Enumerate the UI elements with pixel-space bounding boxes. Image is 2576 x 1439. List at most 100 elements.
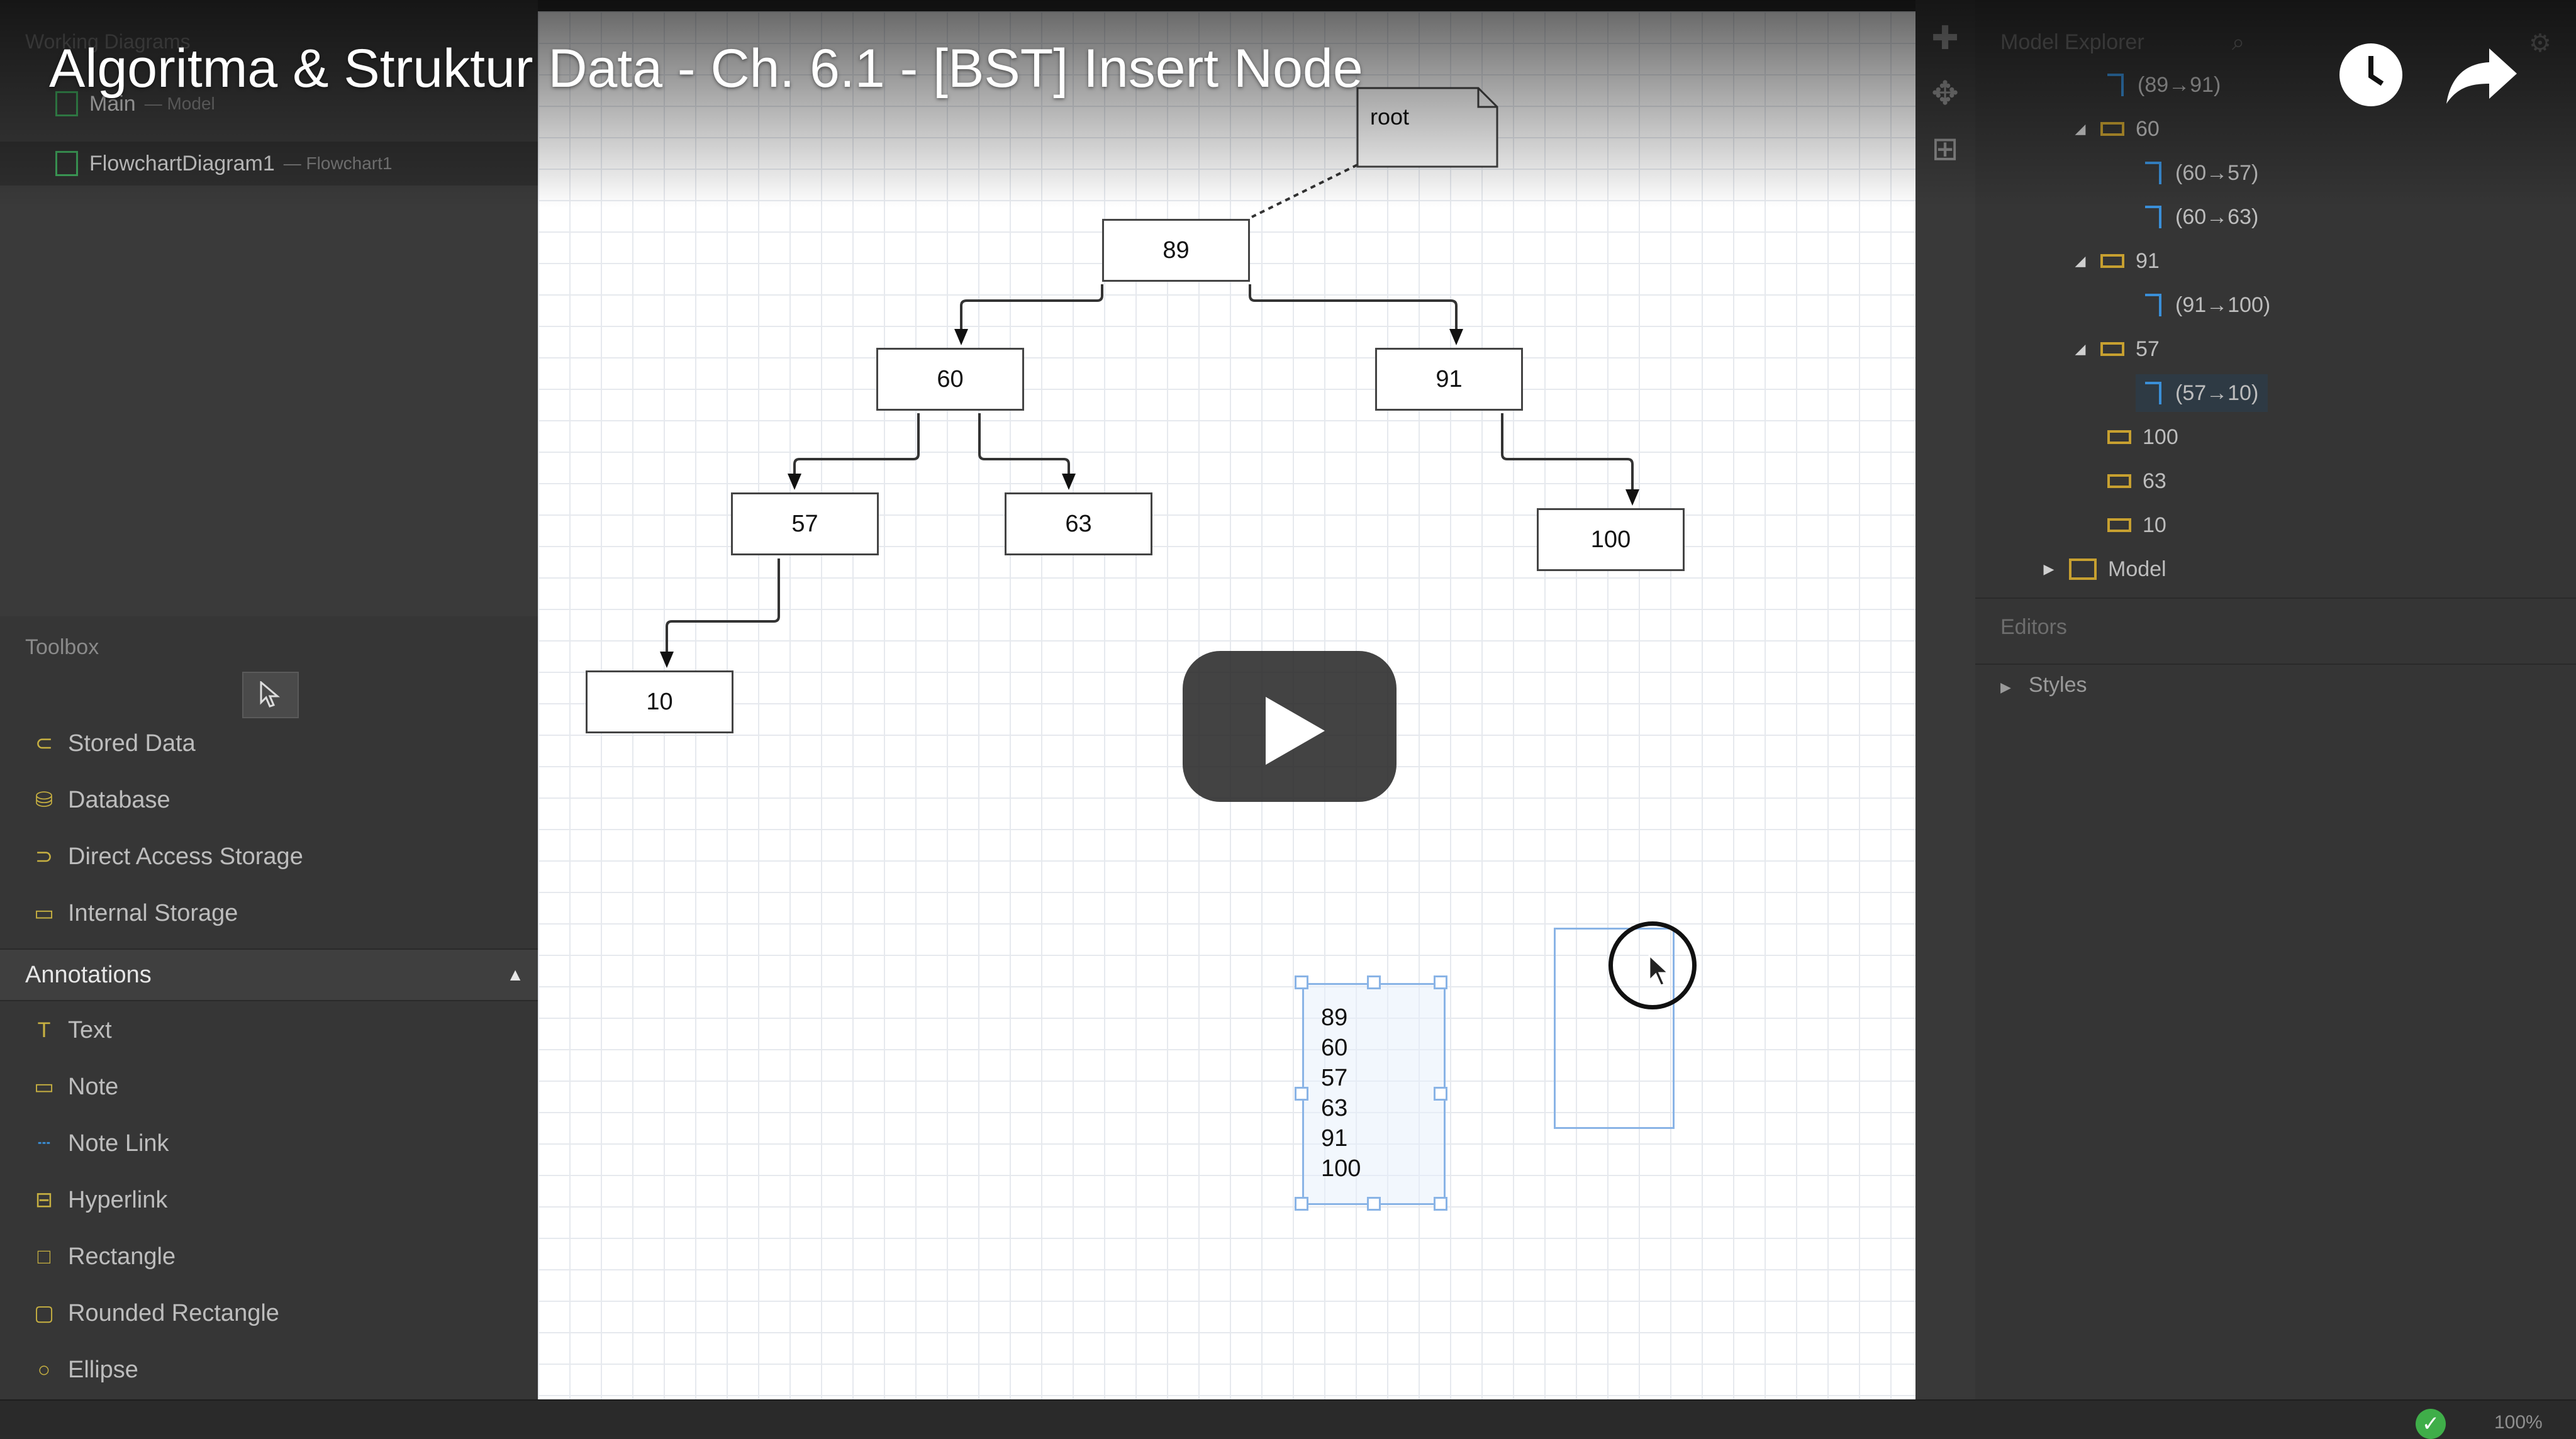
tree-item-label: (57→10) bbox=[2175, 381, 2259, 405]
bst-node-89[interactable]: 89 bbox=[1102, 219, 1250, 282]
toolbox-item-note[interactable]: ▭Note bbox=[0, 1062, 538, 1112]
list-note-line: 100 bbox=[1321, 1155, 1361, 1182]
connector-icon bbox=[2145, 294, 2161, 316]
toolbox-item-hyperlink[interactable]: ⊟Hyperlink bbox=[0, 1175, 538, 1225]
styles-section[interactable]: ▶Styles bbox=[2000, 673, 2087, 697]
watch-later-icon[interactable] bbox=[2337, 41, 2405, 109]
toolbox-item-label: Text bbox=[68, 1016, 112, 1043]
navigator-icon[interactable]: ✥ bbox=[1931, 75, 1959, 112]
resize-handle[interactable] bbox=[1434, 1087, 1447, 1101]
expand-triangle-icon[interactable]: ◢ bbox=[2075, 341, 2086, 357]
toolbox-item-rectangle[interactable]: □Rectangle bbox=[0, 1231, 538, 1282]
connector-icon bbox=[2107, 74, 2124, 96]
tree-item-label: 60 bbox=[2136, 116, 2160, 141]
toolbox-item-internal-storage[interactable]: ▭Internal Storage bbox=[0, 888, 538, 938]
bst-node-91[interactable]: 91 bbox=[1375, 348, 1523, 411]
tree-item-node[interactable]: 10 bbox=[2107, 506, 2166, 544]
connector-icon bbox=[2145, 162, 2161, 184]
resize-handle[interactable] bbox=[1295, 975, 1308, 989]
process-node-icon bbox=[2100, 254, 2124, 268]
bst-node-57[interactable]: 57 bbox=[731, 492, 879, 555]
pointer-icon bbox=[260, 681, 281, 708]
rounded-rectangle-icon: ▢ bbox=[33, 1301, 55, 1325]
resize-handle[interactable] bbox=[1434, 975, 1447, 989]
list-note-line: 60 bbox=[1321, 1035, 1348, 1061]
toolbox-panel bbox=[0, 616, 538, 1399]
list-note-line: 63 bbox=[1321, 1095, 1348, 1121]
folder-icon bbox=[2069, 558, 2097, 580]
gear-icon[interactable]: ⚙ bbox=[2529, 30, 2551, 57]
tree-item-node[interactable]: ◢ 60 bbox=[2073, 110, 2160, 148]
toolbox-item-text[interactable]: T Text bbox=[0, 1005, 538, 1055]
annotations-section-header[interactable]: Annotations ▲ bbox=[0, 948, 538, 1001]
bst-node-10[interactable]: 10 bbox=[586, 670, 733, 733]
right-icon-strip: ✚ ✥ ⊞ bbox=[1915, 0, 1975, 1399]
tree-item-node[interactable]: ◢91 bbox=[2073, 242, 2160, 280]
process-node-icon bbox=[2100, 342, 2124, 356]
resize-handle[interactable] bbox=[1295, 1087, 1308, 1101]
tree-item-link[interactable]: (60→63) bbox=[2145, 198, 2258, 236]
layout-icon[interactable]: ⊞ bbox=[1931, 131, 1959, 167]
share-icon[interactable] bbox=[2444, 41, 2519, 109]
bst-node-100[interactable]: 100 bbox=[1537, 508, 1685, 571]
database-icon: ⛁ bbox=[35, 788, 53, 812]
model-explorer-title: Model Explorer bbox=[2000, 30, 2144, 54]
resize-handle[interactable] bbox=[1295, 1197, 1308, 1211]
resize-handle[interactable] bbox=[1434, 1197, 1447, 1211]
toolbox-item-ellipse[interactable]: ○Ellipse bbox=[0, 1345, 538, 1395]
tree-item-link-selected[interactable]: (57→10) bbox=[2136, 374, 2268, 412]
resize-handle[interactable] bbox=[1367, 1197, 1381, 1211]
edge-89-91 bbox=[1249, 284, 1458, 336]
process-node-icon bbox=[2107, 518, 2131, 532]
styles-label: Styles bbox=[2028, 673, 2087, 697]
toolbox-item-direct-access-storage[interactable]: ⊃Direct Access Storage bbox=[0, 831, 538, 882]
tree-item-folder[interactable]: ▶ Model bbox=[2041, 550, 2166, 588]
tree-item-link[interactable]: (91→100) bbox=[2145, 286, 2270, 324]
tree-item-node[interactable]: ◢57 bbox=[2073, 330, 2160, 368]
tree-item-label: (91→100) bbox=[2175, 292, 2271, 317]
internal-storage-icon: ▭ bbox=[33, 901, 55, 925]
tree-item-link[interactable]: (89→91) bbox=[2107, 66, 2221, 104]
puzzle-icon[interactable]: ✚ bbox=[1931, 20, 1959, 57]
arrowhead bbox=[954, 329, 968, 345]
tree-item-label: (60→57) bbox=[2175, 160, 2259, 185]
video-title[interactable]: Algoritma & Struktur Data - Ch. 6.1 - [B… bbox=[49, 38, 1363, 99]
toolbox-item-database[interactable]: ⛁ Database bbox=[0, 775, 538, 825]
tree-item-label: Model bbox=[2108, 557, 2166, 581]
toolbox-item-note-link[interactable]: ┄ Note Link bbox=[0, 1118, 538, 1169]
model-explorer-panel bbox=[1975, 0, 2576, 1399]
tree-item-label: (89→91) bbox=[2138, 72, 2221, 97]
annotations-title: Annotations bbox=[25, 961, 152, 988]
bst-node-60[interactable]: 60 bbox=[876, 348, 1024, 411]
toolbox-item-stored-data[interactable]: ⊂ Stored Data bbox=[0, 718, 538, 769]
tree-item-node[interactable]: 63 bbox=[2107, 462, 2166, 500]
connector-icon bbox=[2145, 206, 2161, 228]
edge-91-100 bbox=[1501, 413, 1634, 497]
tree-item-link[interactable]: (60→57) bbox=[2145, 154, 2258, 192]
toolbox-item-label: Stored Data bbox=[68, 730, 196, 757]
bst-node-63[interactable]: 63 bbox=[1005, 492, 1152, 555]
expand-triangle-icon[interactable]: ◢ bbox=[2075, 121, 2086, 136]
toolbox-item-label: Database bbox=[68, 786, 170, 813]
toolbox-item-label: Note bbox=[68, 1073, 119, 1100]
empty-note-box[interactable] bbox=[1554, 928, 1675, 1129]
toolbox-item-rounded-rectangle[interactable]: ▢Rounded Rectangle bbox=[0, 1288, 538, 1338]
play-icon bbox=[1266, 697, 1325, 765]
toolbox-item-label: Note Link bbox=[68, 1130, 169, 1157]
rectangle-icon: □ bbox=[37, 1244, 51, 1269]
tree-item-label: 63 bbox=[2143, 469, 2166, 493]
stored-data-icon: ⊂ bbox=[35, 731, 53, 755]
direct-access-storage-icon: ⊃ bbox=[35, 845, 53, 869]
text-icon: T bbox=[37, 1018, 51, 1042]
edge-57-10 bbox=[666, 558, 780, 659]
resize-handle[interactable] bbox=[1367, 975, 1381, 989]
tree-item-node[interactable]: 100 bbox=[2107, 418, 2178, 456]
mouse-cursor-icon bbox=[1648, 953, 1671, 987]
collapsed-triangle-icon[interactable]: ▶ bbox=[2043, 561, 2055, 577]
expand-triangle-icon[interactable]: ◢ bbox=[2075, 253, 2086, 269]
editors-title: Editors bbox=[2000, 615, 2067, 639]
pointer-tool-button[interactable] bbox=[242, 672, 299, 718]
list-note-line: 91 bbox=[1321, 1125, 1348, 1152]
search-icon[interactable]: ⌕ bbox=[2232, 29, 2245, 55]
note-link-icon: ┄ bbox=[37, 1131, 51, 1155]
